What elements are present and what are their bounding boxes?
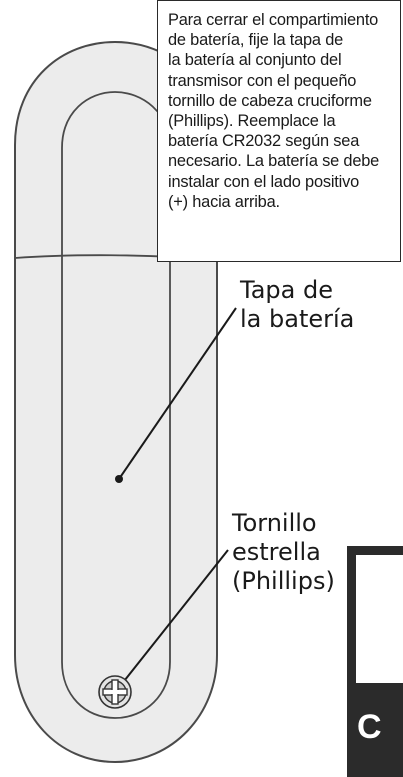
callout-line: de batería, fije la tapa de — [168, 31, 344, 50]
battery-cover-outline — [61, 91, 171, 719]
cover-leader-dot — [115, 475, 123, 483]
battery-cover-label-line: la batería — [240, 305, 355, 333]
screw-label-line: (Phillips) — [232, 567, 335, 595]
instruction-callout: Para cerrar el compartimiento de batería… — [157, 0, 401, 262]
partial-panel — [347, 546, 403, 777]
battery-cover-label-line: Tapa de — [240, 276, 333, 304]
callout-line: (Phillips). Reemplace la — [168, 112, 336, 131]
callout-line: Para cerrar el compartimiento — [168, 11, 379, 29]
screw-label-line: estrella — [232, 538, 321, 566]
callout-line: tornillo de cabeza cruciforme — [168, 91, 372, 110]
callout-line: batería CR2032 según sea — [168, 132, 360, 151]
callout-line: necesario. La batería se debe — [168, 152, 380, 171]
battery-cover-label: Tapa de la batería — [240, 276, 354, 334]
callout-line: transmisor con el pequeño — [168, 71, 357, 90]
screw-label: Tornillo estrella (Phillips) — [232, 509, 335, 596]
screw-label-line: Tornillo — [232, 509, 317, 537]
callout-line: la batería al conjunto del — [168, 51, 342, 70]
cover-leader-line — [118, 307, 237, 480]
phillips-screw-icon — [98, 675, 132, 709]
screw-leader-line — [116, 549, 229, 691]
callout-line: instalar con el lado positivo — [168, 172, 359, 191]
corner-fragment-text: C — [357, 708, 382, 746]
callout-line: (+) hacia arriba. — [168, 192, 280, 211]
